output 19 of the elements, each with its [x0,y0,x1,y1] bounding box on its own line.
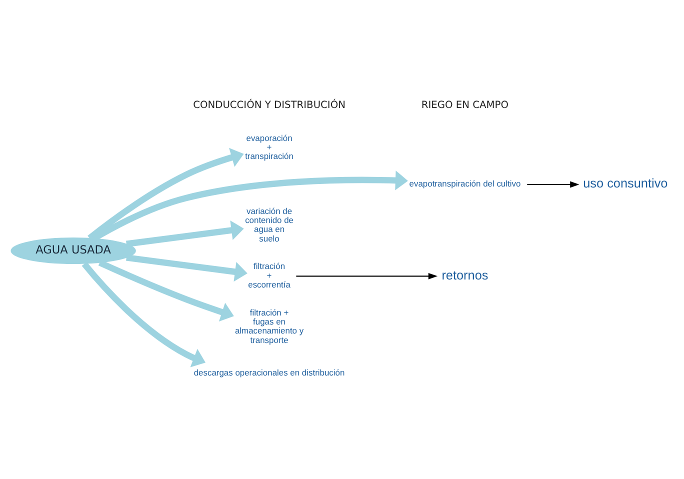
arrow [296,272,438,280]
node-text: retornos [442,268,488,282]
node-text: evaporación + transpiración [245,132,294,162]
arrow [126,254,248,282]
arrow [88,148,244,241]
arrow [126,220,244,248]
node-ellipse: AGUA USADA [10,238,136,264]
label: CONDUCCIÓN Y DISTRIBUCIÓN [193,100,346,112]
arrow [92,170,408,242]
node-text: filtración + escorrentía [248,261,290,290]
node-text: uso consuntivo [583,176,668,191]
arrow [527,181,580,188]
arrow [82,262,206,368]
label: RIEGO EN CAMPO [421,100,509,112]
node-text: evapotranspiración del cultivo [409,178,521,189]
node-text: filtración + fugas en almacenamiento y transporte [234,307,304,345]
arrow [98,260,234,322]
node-text: variación de contenido de agua en suelo [245,206,294,244]
node-text: descargas operacionales en distribución [194,368,345,378]
